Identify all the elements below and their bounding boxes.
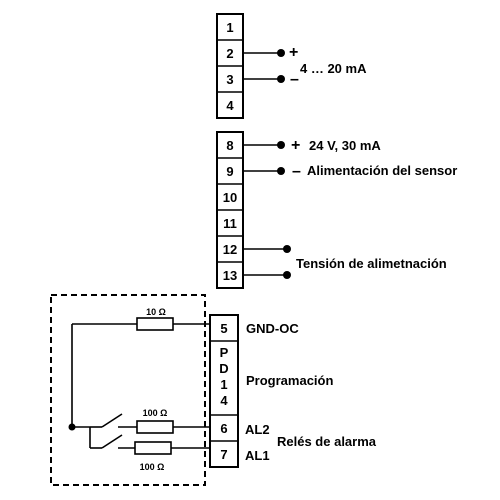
plus-sign: + [289, 44, 298, 61]
terminal-8: 8 [226, 138, 233, 153]
terminal-2: 2 [226, 46, 233, 61]
current-range-label: 4 … 20 mA [300, 61, 367, 76]
resistor-100-ohm-al1 [134, 441, 172, 455]
pd14-letter-p: P [220, 345, 229, 360]
connection-dot [277, 167, 285, 175]
resistor-al1-label: 100 Ω [140, 462, 165, 472]
terminal-7: 7 [220, 447, 227, 462]
terminal-1: 1 [226, 20, 233, 35]
terminal-block-bottom: 5 P D 1 4 6 7 [209, 314, 239, 468]
internal-circuit: 10 Ω 100 Ω 100 Ω [68, 307, 210, 472]
connection-dot [283, 271, 291, 279]
terminal-3: 3 [226, 72, 233, 87]
pd14-letter-d: D [219, 361, 228, 376]
al1-label: AL1 [245, 448, 270, 463]
plus-sign: + [291, 137, 300, 154]
programming-label: Programación [246, 373, 333, 388]
alarm-relays-label: Relés de alarma [277, 434, 377, 449]
sensor-supply-value: 24 V, 30 mA [309, 138, 381, 153]
junction-dot [68, 423, 76, 431]
terminal-11: 11 [223, 216, 237, 231]
relay-switch-al2 [101, 413, 123, 428]
relay-switch-al1 [101, 434, 123, 449]
pd14-digit-4: 4 [220, 393, 228, 408]
minus-sign: – [290, 71, 299, 88]
supply-voltage-wiring: Tensión de alimetnación [243, 245, 447, 279]
resistor-100-ohm-al2 [136, 420, 174, 434]
al2-label: AL2 [245, 422, 270, 437]
terminal-9: 9 [226, 164, 233, 179]
connection-dot [277, 49, 285, 57]
sensor-supply-wiring: + 24 V, 30 mA – Alimentación del sensor [243, 137, 457, 180]
terminal-block-top: 1 2 3 4 [216, 13, 244, 119]
terminal-12: 12 [223, 242, 237, 257]
terminal-4: 4 [226, 98, 234, 113]
resistor-10-ohm-label: 10 Ω [146, 307, 166, 317]
connection-dot [277, 141, 285, 149]
resistor-10-ohm [136, 317, 174, 331]
minus-sign: – [292, 163, 301, 180]
terminal-5: 5 [220, 321, 227, 336]
terminal-10: 10 [223, 190, 237, 205]
connection-dot [283, 245, 291, 253]
resistor-al2-label: 100 Ω [143, 408, 168, 418]
current-output-wiring: + – 4 … 20 mA [243, 44, 367, 88]
sensor-supply-label: Alimentación del sensor [307, 163, 457, 178]
gnd-oc-label: GND-OC [246, 321, 299, 336]
supply-voltage-label: Tensión de alimetnación [296, 256, 447, 271]
internal-circuit-boundary [50, 294, 206, 486]
terminal-13: 13 [223, 268, 237, 283]
terminal-block-middle: 8 9 10 11 12 13 [216, 131, 244, 289]
pd14-digit-1: 1 [220, 377, 227, 392]
connection-dot [277, 75, 285, 83]
terminal-6: 6 [220, 421, 227, 436]
